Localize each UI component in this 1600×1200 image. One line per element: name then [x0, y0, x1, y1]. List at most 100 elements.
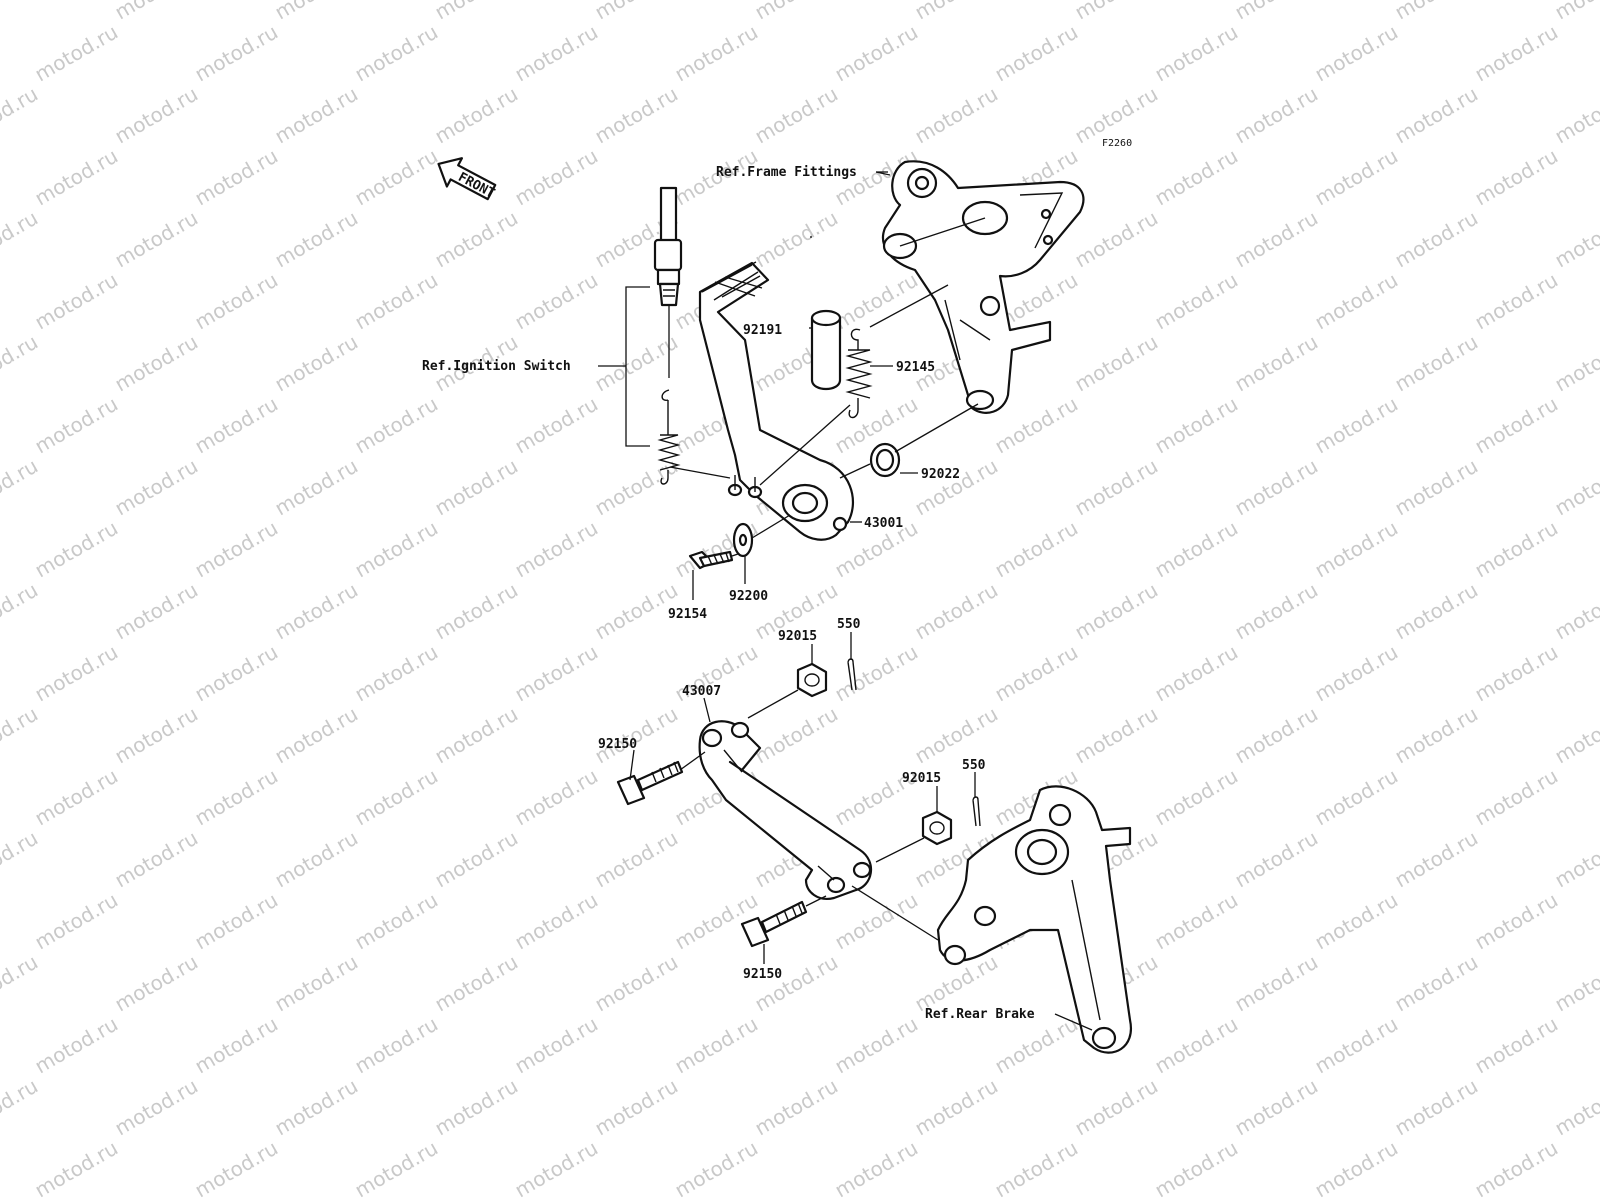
watermark-text: motod.ru	[511, 1136, 602, 1200]
watermark-text: motod.ru	[111, 206, 202, 273]
watermark-text: motod.ru	[1551, 0, 1600, 24]
callout-43001: 43001	[864, 516, 903, 531]
watermark-text: motod.ru	[0, 82, 42, 149]
watermark-text: motod.ru	[1551, 82, 1600, 149]
watermark-text: motod.ru	[1391, 826, 1482, 893]
watermark-text: motod.ru	[1231, 454, 1322, 521]
watermark-text: motod.ru	[1311, 516, 1402, 583]
watermark-text: motod.ru	[511, 392, 602, 459]
watermark-text: motod.ru	[191, 392, 282, 459]
part-92150-bolt-upper	[616, 760, 684, 806]
callout-92191: 92191	[743, 323, 782, 338]
watermark-text: motod.ru	[271, 454, 362, 521]
brake-light-switch	[653, 186, 683, 485]
watermark-text: motod.ru	[591, 82, 682, 149]
watermark-text: motod.ru	[1071, 454, 1162, 521]
watermark-text: motod.ru	[1151, 640, 1242, 707]
watermark-text: motod.ru	[1471, 268, 1562, 335]
watermark-text: motod.ru	[31, 392, 122, 459]
watermark-text: motod.ru	[991, 640, 1082, 707]
watermark-text: motod.ru	[1551, 578, 1600, 645]
watermark-text: motod.ru	[991, 1136, 1082, 1200]
watermark-text: motod.ru	[191, 640, 282, 707]
watermark-text: motod.ru	[191, 144, 282, 211]
watermark-text: motod.ru	[1391, 82, 1482, 149]
watermark-text: motod.ru	[111, 950, 202, 1017]
rear-brake-arm	[936, 785, 1133, 1054]
watermark-text: motod.ru	[0, 1074, 42, 1141]
watermark-text: motod.ru	[431, 578, 522, 645]
watermark-text: motod.ru	[1231, 826, 1322, 893]
watermark-text: motod.ru	[511, 640, 602, 707]
watermark-text: motod.ru	[351, 144, 442, 211]
watermark-text: motod.ru	[31, 144, 122, 211]
watermark-text: motod.ru	[1151, 268, 1242, 335]
watermark-text: motod.ru	[1391, 1074, 1482, 1141]
watermark-text: motod.ru	[271, 206, 362, 273]
part-92015-nut-upper	[796, 662, 828, 698]
watermark-text: motod.ru	[911, 82, 1002, 149]
watermark-text: motod.ru	[831, 1012, 922, 1079]
callout-92154: 92154	[668, 607, 707, 622]
watermark-text: motod.ru	[191, 20, 282, 87]
watermark-text: motod.ru	[591, 702, 682, 769]
watermark-text: motod.ru	[31, 640, 122, 707]
watermark-text: motod.ru	[351, 392, 442, 459]
watermark-text: motod.ru	[1231, 82, 1322, 149]
watermark-text: motod.ru	[191, 268, 282, 335]
watermark-text: motod.ru	[431, 826, 522, 893]
watermark-text: motod.ru	[0, 578, 42, 645]
callout-92145: 92145	[896, 360, 935, 375]
watermark-text: motod.ru	[591, 826, 682, 893]
watermark-text: motod.ru	[751, 702, 842, 769]
watermark-text: motod.ru	[1551, 826, 1600, 893]
watermark-text: motod.ru	[591, 454, 682, 521]
watermark-text: motod.ru	[1071, 330, 1162, 397]
watermark-text: motod.ru	[431, 702, 522, 769]
watermark-text: motod.ru	[1151, 1136, 1242, 1200]
watermark-text: motod.ru	[1151, 888, 1242, 955]
part-92154-bolt	[688, 550, 734, 570]
watermark-text: motod.ru	[911, 702, 1002, 769]
watermark-text: motod.ru	[911, 1074, 1002, 1141]
watermark-text: motod.ru	[111, 330, 202, 397]
watermark-text: motod.ru	[511, 144, 602, 211]
watermark-text: motod.ru	[1551, 330, 1600, 397]
watermark-text: motod.ru	[1391, 578, 1482, 645]
watermark-text: motod.ru	[191, 1136, 282, 1200]
watermark-text: motod.ru	[911, 454, 1002, 521]
watermark-text: motod.ru	[31, 1012, 122, 1079]
watermark-text: motod.ru	[351, 268, 442, 335]
watermark-text: motod.ru	[111, 82, 202, 149]
brake-pedal	[698, 261, 855, 541]
watermark-text: motod.ru	[1551, 454, 1600, 521]
watermark-text: motod.ru	[0, 702, 42, 769]
watermark-text: motod.ru	[0, 950, 42, 1017]
callout-92150-lower: 92150	[743, 967, 782, 982]
watermark-text: motod.ru	[0, 206, 42, 273]
watermark-text: motod.ru	[671, 1136, 762, 1200]
watermark-text: motod.ru	[991, 516, 1082, 583]
watermark-text: motod.ru	[1151, 392, 1242, 459]
watermark-text: motod.ru	[31, 20, 122, 87]
part-92015-nut-lower	[921, 810, 953, 846]
watermark-text: motod.ru	[1311, 392, 1402, 459]
watermark-text: motod.ru	[0, 0, 42, 24]
part-43007-rod	[698, 720, 872, 900]
watermark-text: motod.ru	[511, 1012, 602, 1079]
watermark-text: motod.ru	[1311, 20, 1402, 87]
watermark-text: motod.ru	[1391, 454, 1482, 521]
watermark-text: motod.ru	[351, 1012, 442, 1079]
watermark-text: motod.ru	[191, 516, 282, 583]
watermark-text: motod.ru	[31, 268, 122, 335]
watermark-text: motod.ru	[431, 950, 522, 1017]
watermark-text: motod.ru	[31, 888, 122, 955]
watermark-text: motod.ru	[511, 516, 602, 583]
watermark-text: motod.ru	[1231, 702, 1322, 769]
watermark-text: motod.ru	[271, 330, 362, 397]
watermark-text: motod.ru	[431, 0, 522, 24]
watermark-text: motod.ru	[1311, 764, 1402, 831]
callout-leaders	[629, 171, 1093, 1031]
watermark-text: motod.ru	[1311, 888, 1402, 955]
